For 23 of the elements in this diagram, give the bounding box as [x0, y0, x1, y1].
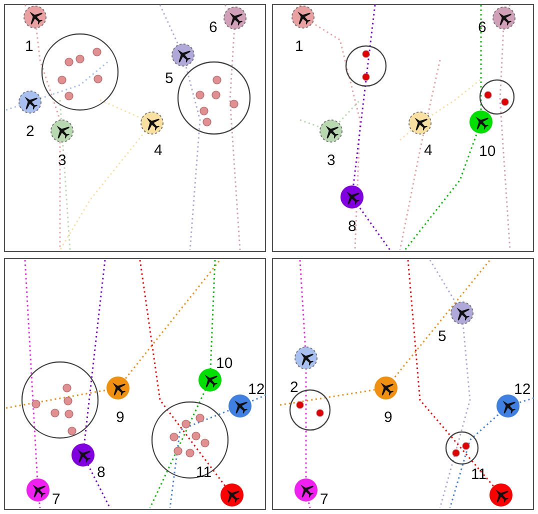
- aircraft-number: 9: [116, 410, 124, 426]
- aircraft-number: 5: [438, 329, 446, 345]
- aircraft-number: 4: [154, 143, 162, 159]
- aircraft-number: 6: [209, 20, 218, 36]
- aircraft-number: 1: [295, 39, 304, 55]
- aircraft-number: 3: [58, 153, 66, 169]
- aircraft-number: 2: [26, 124, 34, 140]
- aircraft-number: 7: [320, 492, 328, 508]
- aircraft-number: 3: [327, 153, 336, 169]
- aircraft-number: 11: [471, 467, 487, 483]
- aircraft-number: 5: [165, 71, 174, 87]
- aircraft-number: 12: [248, 382, 265, 398]
- aircraft-number: 6: [478, 20, 486, 36]
- aircraft-number: 10: [216, 356, 233, 372]
- aircraft-number: 2: [290, 380, 298, 396]
- aircraft-number: 7: [52, 492, 60, 508]
- aircraft-number: 8: [97, 465, 106, 481]
- aircraft-number: 4: [424, 143, 432, 159]
- aircraft-number: 1: [25, 39, 34, 55]
- aircraft-number: 12: [514, 382, 531, 398]
- aircraft-number: 8: [348, 219, 356, 235]
- aircraft-number: 9: [384, 410, 392, 426]
- aircraft-number: 10: [479, 144, 496, 160]
